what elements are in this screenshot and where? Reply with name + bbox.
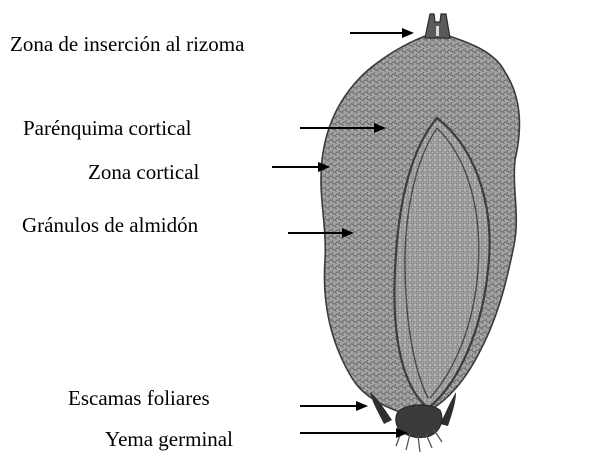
- label-leaf-scales: Escamas foliares: [68, 388, 210, 409]
- arrow-insertion-zone: [350, 28, 414, 38]
- arrow-germinal-bud: [300, 428, 408, 438]
- arrow-cortical-zone: [272, 162, 330, 172]
- label-insertion-zone: Zona de inserción al rizoma: [10, 34, 244, 55]
- label-starch-granules: Gránulos de almidón: [22, 215, 198, 236]
- label-cortical-zone: Zona cortical: [88, 162, 199, 183]
- insertion-zone-notch: [436, 26, 439, 36]
- label-cortical-parenchyma: Parénquima cortical: [23, 118, 192, 139]
- label-germinal-bud: Yema germinal: [105, 429, 233, 450]
- arrow-leaf-scales: [300, 401, 368, 411]
- arrow-starch-granules: [288, 228, 354, 238]
